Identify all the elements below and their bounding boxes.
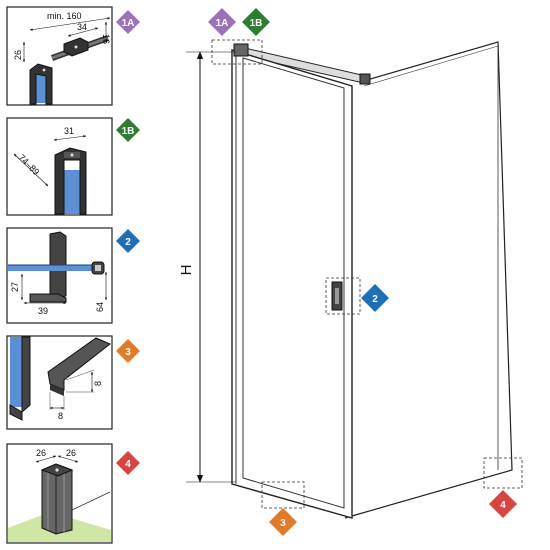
dim-26-left: 26 <box>36 448 46 458</box>
badge-1a-main: 1A <box>208 8 236 36</box>
badge-3-main: 3 <box>269 508 297 536</box>
detail-panel-2: 27 39 64 <box>6 227 113 324</box>
glass-1b <box>62 170 80 214</box>
glass-2 <box>8 265 102 271</box>
height-label: H <box>178 265 195 276</box>
corner-fitting <box>233 43 249 57</box>
svg-text:1A: 1A <box>216 18 229 29</box>
svg-text:1B: 1B <box>122 126 135 137</box>
shower-enclosure: H <box>178 39 523 519</box>
badge-4-main: 4 <box>489 490 517 518</box>
dim-16: 16 <box>101 34 111 44</box>
dim-34: 34 <box>77 22 87 32</box>
glass-3 <box>10 337 22 407</box>
detail-panel-3: 8 8 <box>6 335 113 430</box>
svg-text:2: 2 <box>372 294 378 305</box>
detail-panel-1a: min. 160 34 16 26 <box>6 6 113 106</box>
svg-text:4: 4 <box>125 459 131 470</box>
badge-1b-left: 1B <box>116 118 140 142</box>
side-panel <box>344 41 513 519</box>
dim-27: 27 <box>10 282 20 292</box>
detail-panel-1b: 31 74–89 <box>6 117 113 216</box>
clamp-1b <box>54 147 87 215</box>
door-frame <box>231 49 353 519</box>
dim-min-160: min. 160 <box>47 11 82 21</box>
dim-8-horizontal: 8 <box>58 411 63 421</box>
clamp-1a-side <box>29 63 53 105</box>
dim-8-vertical: 8 <box>93 381 103 386</box>
svg-text:3: 3 <box>280 518 286 529</box>
dim-64: 64 <box>95 302 105 312</box>
svg-text:3: 3 <box>125 347 131 358</box>
badge-3-left: 3 <box>116 339 140 363</box>
svg-text:4: 4 <box>500 500 506 511</box>
badge-1a-left: 1A <box>116 10 140 34</box>
badge-4-left: 4 <box>116 451 140 475</box>
badge-2-left: 2 <box>116 229 140 253</box>
dim-26-right: 26 <box>66 448 76 458</box>
profile-2-foot <box>29 293 67 303</box>
dim-39: 39 <box>38 306 48 316</box>
callout-box-3 <box>261 481 305 509</box>
dim-26: 26 <box>13 50 23 60</box>
callout-box-2 <box>325 277 361 315</box>
detail-panel-4: 26 26 <box>6 443 113 544</box>
badge-2-main: 2 <box>361 284 389 312</box>
badge-1b-main: 1B <box>242 8 270 36</box>
door-glass <box>242 57 345 509</box>
svg-text:2: 2 <box>125 237 131 248</box>
dim-31: 31 <box>64 126 74 136</box>
callout-box-4 <box>483 457 523 489</box>
svg-text:1B: 1B <box>250 18 263 29</box>
svg-text:1A: 1A <box>122 18 135 29</box>
